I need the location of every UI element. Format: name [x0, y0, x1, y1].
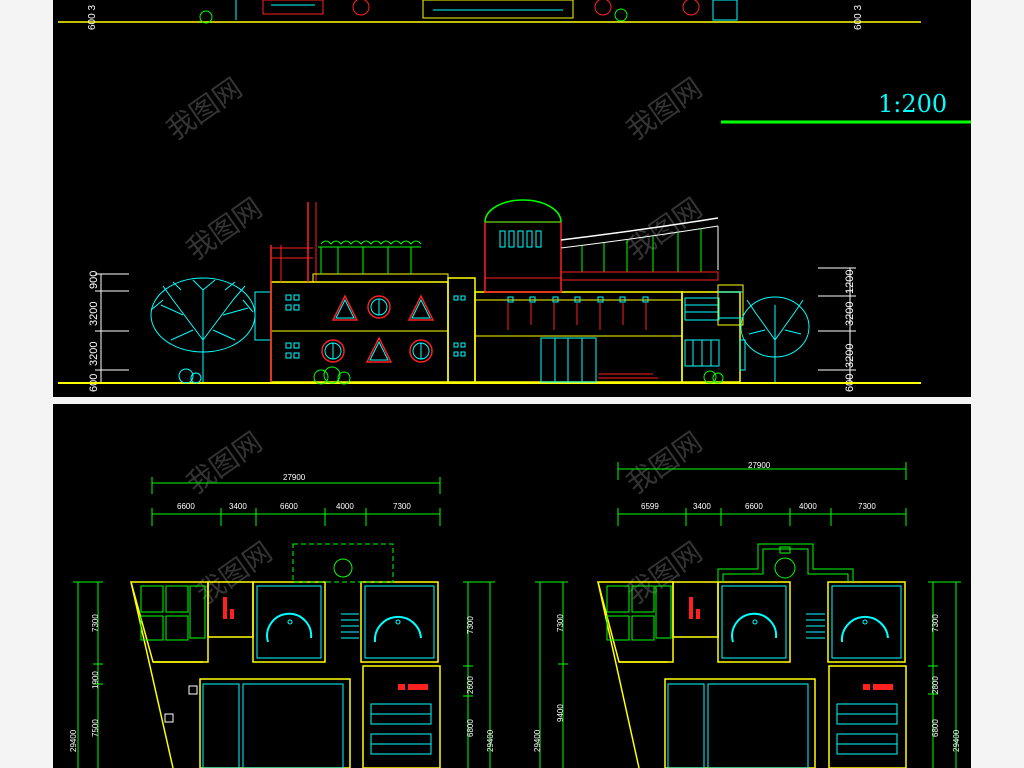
- dome-tower: [484, 199, 562, 293]
- plan-left-rdim4: 29400: [486, 729, 495, 752]
- right-wing: [560, 217, 746, 384]
- plan-left-rdim1: 7300: [466, 616, 475, 634]
- watermark: 我图网: [621, 192, 708, 266]
- plan-right-ldim3: 29400: [533, 729, 542, 752]
- plan-left-ldim2: 1900: [91, 671, 100, 689]
- plan-left-seg5: 7300: [393, 502, 411, 511]
- plan-left-ldim3: 7500: [91, 719, 100, 737]
- plan-left-seg1: 6600: [177, 502, 195, 511]
- plan-left-rdim2: 2600: [466, 676, 475, 694]
- watermark: 我图网: [181, 192, 268, 266]
- left-dimension-chain: [95, 273, 129, 384]
- plan-right-seg2: 3400: [693, 502, 711, 511]
- elev-dim-left-2: 3200: [88, 342, 100, 366]
- left-block: [254, 202, 449, 385]
- plan-left-seg2: 3400: [229, 502, 247, 511]
- shrub-left: [178, 368, 202, 384]
- previous-elevation-fragment: 600 3 600 3: [58, 0, 921, 30]
- plan-right-seg3: 6600: [745, 502, 763, 511]
- plan-right-seg1: 6599: [641, 502, 659, 511]
- floor-plan-right: 27900 6599 3400 6600 4000 7300 7300 9400…: [533, 461, 961, 768]
- shrub-center: [313, 366, 351, 385]
- tree-left: [150, 277, 256, 382]
- watermark-layer: 我图网 我图网 我图网 我图网: [161, 72, 708, 266]
- plan-left-ldim1: 7300: [91, 614, 100, 632]
- watermark: 我图网: [181, 426, 268, 500]
- plan-right-rdim1: 7300: [931, 614, 940, 632]
- floor-plans-panel: 我图网 我图网 我图网 我图网 27900 6600 3400 6600 400…: [53, 404, 971, 768]
- plan-right-seg5: 7300: [858, 502, 876, 511]
- right-dimension-chain: [818, 267, 856, 384]
- plan-left-total: 27900: [283, 473, 306, 482]
- fragment-dim-left: 600 3: [87, 5, 98, 30]
- plan-right-ldim2: 9400: [556, 704, 565, 722]
- elev-dim-right-3: 3200: [844, 302, 856, 326]
- elevation-drawing: 600 3 600 3 我图网 我图网 我图网 我图网 1:200: [58, 0, 971, 392]
- plan-right-rdim3: 6800: [931, 719, 940, 737]
- tree-right: [740, 296, 810, 382]
- plan-right-seg4: 4000: [799, 502, 817, 511]
- floor-plan-left: 27900 6600 3400 6600 4000 7300 7300 1900…: [69, 473, 495, 768]
- elev-dim-left-4: 900: [88, 271, 100, 289]
- fragment-dim-right: 600 3: [853, 5, 864, 30]
- elev-dim-left-3: 3200: [88, 302, 100, 326]
- plan-right-ldim1: 7300: [556, 614, 565, 632]
- elev-dim-right-4: 1200: [844, 270, 856, 294]
- scale-label: 1:200: [878, 90, 947, 118]
- middle-block: [447, 277, 683, 383]
- watermark: 我图网: [621, 426, 708, 500]
- plan-left-seg3: 6600: [280, 502, 298, 511]
- plan-left-rdim3: 6800: [466, 719, 475, 737]
- plan-left-ldim4: 29400: [69, 729, 78, 752]
- plan-right-rdim2: 2800: [931, 676, 940, 694]
- floor-plans-drawing: 我图网 我图网 我图网 我图网 27900 6600 3400 6600 400…: [69, 426, 961, 768]
- plan-left-seg4: 4000: [336, 502, 354, 511]
- elevation-drawing-panel: 600 3 600 3 我图网 我图网 我图网 我图网 1:200: [53, 0, 971, 397]
- watermark: 我图网: [621, 72, 708, 146]
- plan-right-total: 27900: [748, 461, 771, 470]
- watermark: 我图网: [191, 536, 278, 610]
- watermark: 我图网: [161, 72, 248, 146]
- plan-right-rdim4: 29400: [952, 729, 961, 752]
- elev-dim-right-2: 3200: [844, 344, 856, 368]
- watermark: 我图网: [621, 536, 708, 610]
